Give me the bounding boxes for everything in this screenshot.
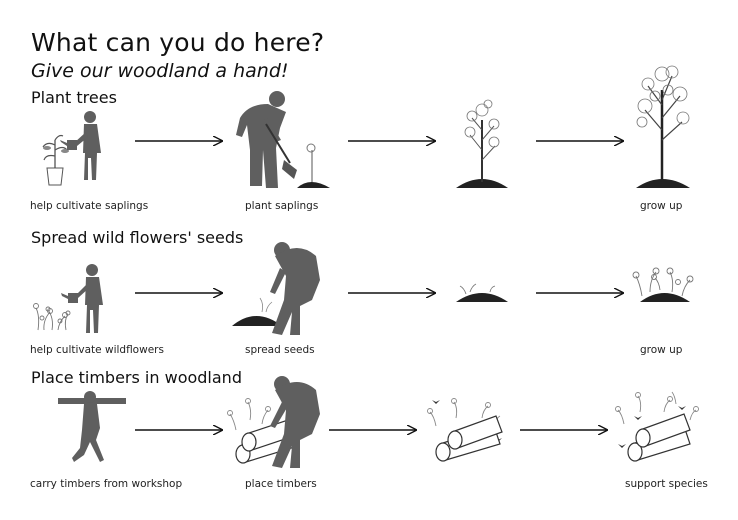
sprouting-mound: [456, 283, 508, 302]
timber-logs-with-species: [615, 391, 699, 462]
caption-place-timbers: place timbers: [245, 478, 317, 490]
caption-plant-saplings: plant saplings: [245, 200, 319, 212]
caption-help-cultivate-wildflowers: help cultivate wildflowers: [30, 344, 164, 356]
person-watering-sapling: [60, 111, 101, 180]
person-placing-timbers: [270, 376, 320, 468]
page-title: What can you do here?: [31, 28, 325, 57]
row-heading-place-timbers: Place timbers in woodland: [31, 368, 242, 387]
person-watering-wildflowers: [61, 264, 103, 333]
timber-logs-pile-2: [427, 398, 503, 462]
caption-spread-seeds: spread seeds: [245, 344, 315, 356]
caption-support-species: support species: [625, 478, 708, 490]
caption-carry-timbers: carry timbers from workshop: [30, 478, 183, 490]
sapling-pot-illustration: [42, 134, 69, 186]
person-planting-sapling: [236, 91, 286, 188]
caption-help-cultivate-saplings: help cultivate saplings: [30, 200, 149, 212]
young-tree-illustration: [456, 99, 508, 188]
grown-tree-illustration: [636, 65, 690, 188]
soil-mound-seeds: [232, 297, 282, 326]
wildflowers-patch-left: [33, 303, 71, 331]
person-spreading-seeds: [270, 242, 320, 335]
caption-grow-up-flowers: grow up: [640, 344, 683, 356]
grown-wildflowers-mound: [632, 267, 694, 302]
row-heading-plant-trees: Plant trees: [31, 88, 117, 107]
person-carrying-timber: [58, 391, 126, 462]
caption-grow-up-trees: grow up: [640, 200, 683, 212]
row-heading-spread-seeds: Spread wild flowers' seeds: [31, 228, 244, 247]
page-subtitle: Give our woodland a hand!: [31, 60, 289, 82]
